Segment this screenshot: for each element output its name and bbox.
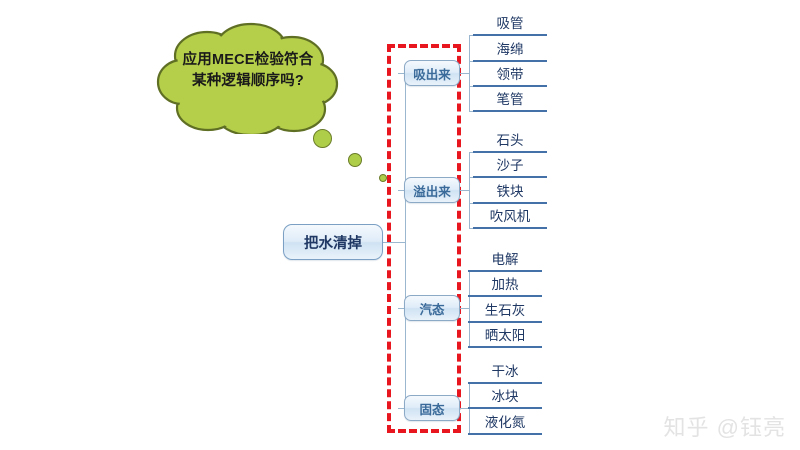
connector-group-1-spine — [469, 35, 470, 111]
leaf-3-3-rule — [468, 321, 542, 323]
connector-group-3-stub — [460, 308, 470, 309]
thought-bubble-shape — [156, 22, 339, 134]
connector-group-3-spine — [469, 271, 470, 347]
leaf-2-4-rule — [473, 227, 547, 229]
leaf-1-4-label: 笔管 — [496, 92, 524, 107]
connector-branch-2 — [398, 190, 408, 191]
leaf-3-4-label: 晒太阳 — [484, 328, 526, 343]
leaf-2-2-label: 沙子 — [496, 158, 524, 173]
leaf-3-1-rule — [468, 270, 542, 272]
leaf-2-4-label: 吹风机 — [489, 209, 531, 224]
leaf-3-1[interactable]: 电解 — [466, 244, 544, 272]
connector-group-2-stub — [460, 190, 470, 191]
leaf-1-2-label: 海绵 — [496, 42, 524, 57]
leaf-1-1-rule — [473, 34, 547, 36]
root-node-label: 把水清掉 — [304, 235, 362, 252]
leaf-3-3[interactable]: 生石灰 — [466, 295, 544, 323]
leaf-1-3-label: 领带 — [496, 67, 524, 82]
leaf-2-3[interactable]: 铁块 — [471, 176, 549, 204]
connector-group-4-stub — [460, 408, 470, 409]
thought-tail-dot-small — [379, 174, 387, 182]
connector-group-1-stub — [460, 73, 470, 74]
thought-tail-dot-medium — [348, 153, 362, 167]
leaf-2-1-rule — [473, 151, 547, 153]
leaf-3-1-label: 电解 — [491, 252, 519, 267]
leaf-4-1-label: 干冰 — [491, 364, 519, 379]
leaf-2-2[interactable]: 沙子 — [471, 150, 549, 178]
mece-highlight-box — [387, 44, 461, 433]
branch-node-1-label: 吸出来 — [413, 67, 451, 82]
leaf-4-1-rule — [468, 382, 542, 384]
connector-branch-4 — [398, 408, 408, 409]
leaf-2-1-label: 石头 — [496, 133, 524, 148]
thought-bubble: 应用MECE检验符合某种逻辑顺序吗? — [155, 22, 340, 134]
thought-tail-dot-large — [313, 129, 332, 148]
leaf-3-2[interactable]: 加热 — [466, 269, 544, 297]
leaf-3-2-label: 加热 — [491, 277, 519, 292]
watermark: 知乎 @钰亮 — [663, 415, 786, 440]
connector-root-spine — [405, 73, 406, 411]
root-node[interactable]: 把水清掉 — [283, 224, 383, 260]
leaf-1-1-label: 吸管 — [496, 16, 524, 31]
leaf-1-2-rule — [473, 60, 547, 62]
leaf-2-1[interactable]: 石头 — [471, 125, 549, 153]
leaf-2-3-label: 铁块 — [496, 184, 524, 199]
connector-branch-3 — [398, 308, 408, 309]
branch-node-4-label: 固态 — [419, 402, 445, 417]
leaf-1-2[interactable]: 海绵 — [471, 34, 549, 62]
connector-root-stub — [383, 242, 405, 243]
leaf-2-2-rule — [473, 176, 547, 178]
leaf-1-1[interactable]: 吸管 — [471, 8, 549, 36]
leaf-3-4[interactable]: 晒太阳 — [466, 320, 544, 348]
thought-bubble-text: 应用MECE检验符合某种逻辑顺序吗? — [182, 52, 314, 89]
connector-branch-1 — [398, 73, 408, 74]
leaf-4-3-label: 液化氮 — [484, 415, 526, 430]
leaf-2-3-rule — [473, 202, 547, 204]
branch-node-4[interactable]: 固态 — [404, 395, 460, 421]
leaf-1-3[interactable]: 领带 — [471, 59, 549, 87]
leaf-2-4[interactable]: 吹风机 — [471, 201, 549, 229]
leaf-1-4-rule — [473, 110, 547, 112]
branch-node-2[interactable]: 溢出来 — [404, 177, 460, 203]
branch-node-3-label: 汽态 — [419, 302, 445, 317]
leaf-3-4-rule — [468, 346, 542, 348]
leaf-4-2-label: 冰块 — [491, 389, 519, 404]
connector-group-2-spine — [469, 152, 470, 228]
leaf-4-1[interactable]: 干冰 — [466, 356, 544, 384]
branch-node-1[interactable]: 吸出来 — [404, 60, 460, 86]
branch-node-3[interactable]: 汽态 — [404, 295, 460, 321]
leaf-4-2-rule — [468, 407, 542, 409]
leaf-1-3-rule — [473, 85, 547, 87]
leaf-4-2[interactable]: 冰块 — [466, 381, 544, 409]
leaf-3-3-label: 生石灰 — [484, 303, 526, 318]
branch-node-2-label: 溢出来 — [413, 184, 451, 199]
leaf-4-3[interactable]: 液化氮 — [466, 407, 544, 435]
leaf-3-2-rule — [468, 295, 542, 297]
leaf-4-3-rule — [468, 433, 542, 435]
leaf-1-4[interactable]: 笔管 — [471, 84, 549, 112]
